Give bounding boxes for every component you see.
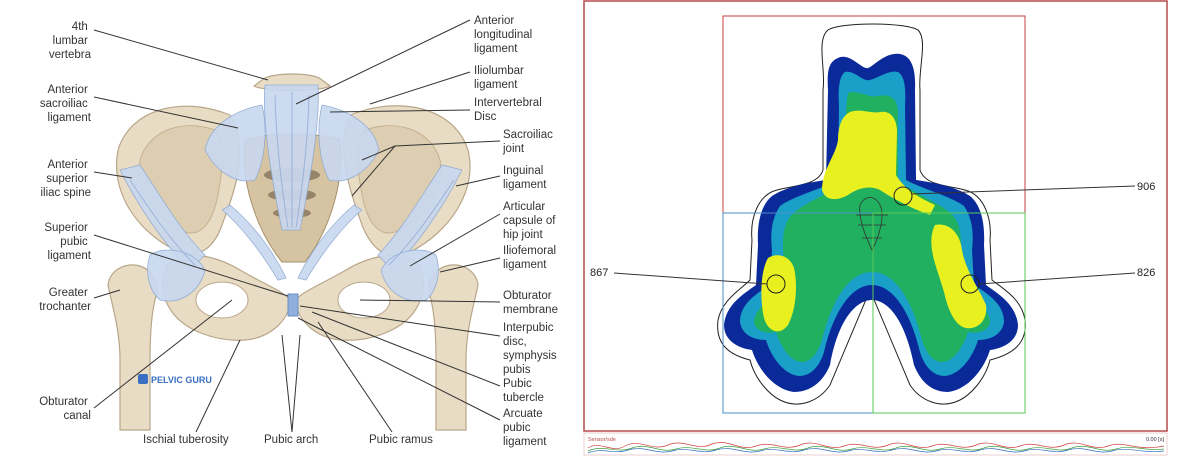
callout-line-867 [613, 272, 768, 285]
label-iliolumbar-ligament: Iliolumbar ligament [474, 65, 527, 91]
leader-line [409, 213, 501, 267]
label-pubic-tubercle: Pubic tubercle [503, 378, 544, 404]
bottom-labels: Ischial tuberosity Pubic arch Pubic ramu… [143, 321, 433, 446]
callout-label-826: 826 [1137, 267, 1155, 279]
leader-line [317, 321, 393, 433]
left-sacroiliac-ligament [204, 104, 266, 182]
label-interpubic-disc: Interpubic disc, symphysis pubis [503, 322, 560, 376]
callout-label-906: 906 [1137, 181, 1155, 193]
label-articular-capsule-hip-joint: Articular capsule of hip joint [503, 201, 559, 241]
body-outline [717, 23, 1026, 405]
roi-box-bottom-right [872, 212, 1026, 414]
label-iliofemoral-ligament: Iliofemoral ligament [503, 245, 559, 271]
signal-strip [583, 432, 1168, 456]
leader-line [359, 299, 501, 303]
ligament-fiber [129, 179, 196, 266]
leader-line [295, 19, 471, 105]
pubic-symphysis [287, 293, 299, 317]
pressure-level-high-right [931, 224, 987, 329]
label-obturator-membrane: Obturator membrane [503, 290, 558, 316]
label-greater-trochanter: Greater trochanter [39, 287, 91, 313]
label-intervertebral-disc: Intervertebral Disc [474, 97, 545, 123]
label-sacroiliac-joint: Sacroiliac joint [502, 129, 556, 155]
pelvic-guru-watermark: PELVIC GURU [151, 375, 212, 385]
pressure-map-panel: 906 867 826 Sensor/sde 0.00 [s] [583, 0, 1168, 456]
inguinal-ligament-left [221, 204, 287, 281]
right-labels: Anterior longitudinal ligament Iliolumba… [295, 15, 560, 448]
leader-line [299, 305, 501, 337]
label-pubic-arch: Pubic arch [264, 434, 318, 446]
ligament-fiber [274, 94, 289, 229]
left-labels: 4th lumbar vertebra Anterior sacroiliac … [39, 21, 289, 422]
callout-line-906 [911, 185, 1136, 195]
label-ischial-tuberosity: Ischial tuberosity [143, 434, 229, 446]
leader-line [93, 96, 239, 129]
leader-line [93, 289, 121, 299]
leader-line [195, 339, 241, 433]
callout-line-826 [978, 272, 1136, 285]
callout-marker-906 [893, 186, 913, 206]
inguinal-ligament-right [297, 204, 363, 281]
signal-trace-blue [587, 448, 1165, 454]
label-4th-lumbar-vertebra: 4th lumbar vertebra [49, 21, 92, 61]
leader-line [439, 257, 501, 273]
leader-line [93, 29, 269, 81]
leader-line [291, 334, 301, 433]
pressure-level-high-left [761, 255, 796, 332]
leader-line [351, 145, 396, 197]
pressure-level-high-upper [822, 110, 935, 215]
label-anterior-superior-iliac-spine: Anterior superior iliac spine [41, 159, 92, 199]
leader-line [281, 334, 293, 433]
pelvic-guru-logo-mark [138, 374, 148, 384]
ligament-fiber [388, 179, 455, 266]
right-hip-capsule [380, 249, 439, 302]
right-sacroiliac-ligament [318, 104, 380, 182]
leader-line [455, 175, 501, 187]
label-anterior-longitudinal-ligament: Anterior longitudinal ligament [474, 15, 535, 55]
left-hip-capsule [147, 249, 206, 302]
label-pubic-ramus: Pubic ramus [369, 434, 433, 446]
ligament-fiber [295, 94, 310, 229]
anterior-longitudinal-ligament [263, 84, 319, 231]
label-arcuate-pubic-ligament: Arcuate pubic ligament [503, 408, 547, 448]
pelvis-illustration: PELVIC GURU [107, 73, 479, 431]
label-obturator-canal: Obturator canal [39, 396, 91, 422]
left-obturator-foramen [195, 281, 249, 319]
label-anterior-sacroiliac-ligament: Anterior sacroiliac ligament [40, 84, 92, 124]
right-femur [428, 264, 479, 431]
signal-strip-right-label: 0.00 [s] [1146, 437, 1165, 443]
pressure-level-mid [754, 92, 990, 362]
callout-label-867: 867 [590, 267, 608, 279]
leader-line [394, 140, 501, 147]
right-iliofemoral-ligament [377, 164, 463, 271]
leader-line [93, 171, 133, 179]
leader-line [361, 145, 396, 161]
leader-line [93, 299, 233, 409]
signal-strip-left-label: Sensor/sde [588, 437, 616, 443]
signal-trace-red [587, 442, 1165, 449]
leader-line [93, 234, 289, 297]
leader-line [297, 317, 501, 421]
left-femur [107, 264, 158, 431]
leader-line [311, 311, 501, 387]
label-superior-pubic-ligament: Superior pubic ligament [44, 222, 91, 262]
coccyx-sketch [856, 197, 888, 251]
leader-line [329, 109, 471, 113]
leader-line [369, 71, 471, 105]
signal-trace-green [587, 445, 1165, 452]
label-inguinal-ligament: Inguinal ligament [503, 165, 547, 191]
